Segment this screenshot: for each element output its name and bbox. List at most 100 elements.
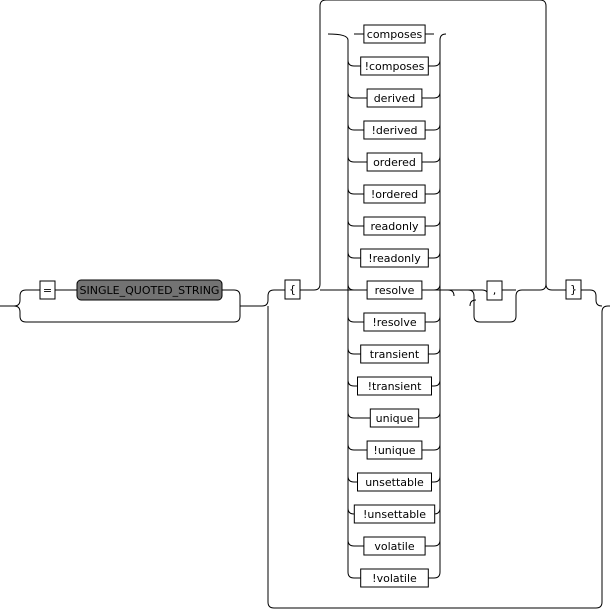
option-terminal: !readonly [360, 248, 429, 268]
choice-branch-out [433, 283, 441, 291]
choice-branch-in [347, 411, 355, 419]
choice-branch-out [433, 155, 441, 163]
option-terminal: !volatile [360, 568, 429, 588]
option-label: derived [374, 92, 416, 105]
comma-terminal: , [486, 280, 503, 301]
choice-branch-out [439, 33, 447, 41]
option-terminal: !resolve [363, 312, 426, 332]
option-label: !transient [368, 380, 422, 393]
choice-branch-in [347, 315, 355, 323]
choice-branch-in [347, 187, 355, 195]
option-box [360, 56, 429, 76]
choice-branch-in [347, 539, 355, 547]
option-box [366, 280, 423, 300]
option-box [363, 312, 426, 332]
choice-branch-out [433, 59, 441, 67]
choice-branch-in [347, 91, 355, 99]
option-terminal: transient [360, 344, 429, 364]
option-label: !volatile [372, 572, 417, 585]
option-box [357, 472, 432, 492]
option-terminal: !unsettable [353, 504, 436, 524]
choice-branch-in [347, 475, 355, 483]
option-box [363, 120, 426, 140]
option-box [369, 408, 420, 428]
option-box [360, 248, 429, 268]
choice-branch-in [347, 379, 355, 387]
option-box [360, 568, 429, 588]
option-box [366, 88, 423, 108]
option-box [363, 216, 426, 236]
choice-branch-out [433, 123, 441, 131]
choice-branch-out [433, 443, 441, 451]
option-terminal: !transient [357, 376, 432, 396]
comma-label: , [493, 284, 497, 297]
option-label: !derived [372, 124, 418, 137]
choice-branch-in [347, 155, 355, 163]
option-label: volatile [374, 540, 414, 553]
options-choice-rails [320, 33, 447, 579]
choice-branch-in [347, 251, 355, 259]
choice-branch-out [433, 251, 441, 259]
choice-branch-in [347, 347, 355, 355]
option-box [363, 24, 426, 44]
option-label: !composes [365, 60, 425, 73]
option-box [363, 536, 426, 556]
choice-branch-in [347, 283, 355, 291]
option-box [360, 344, 429, 364]
choice-branch-out [433, 91, 441, 99]
option-terminal: volatile [363, 536, 426, 556]
option-terminal: derived [366, 88, 423, 108]
option-terminal: unique [369, 408, 420, 428]
open-brace-label: { [289, 283, 296, 296]
equals-label: = [43, 284, 52, 297]
single-quoted-string-nonterminal: SINGLE_QUOTED_STRING [76, 279, 223, 301]
choice-branch-out [433, 315, 441, 323]
option-box [366, 440, 423, 460]
open-brace-terminal: { [284, 279, 301, 300]
option-label: composes [367, 28, 423, 41]
choice-branch-out [433, 571, 441, 579]
option-terminal: unsettable [357, 472, 432, 492]
choice-branch-in [347, 507, 355, 515]
option-label: !readonly [368, 252, 421, 265]
option-box [366, 152, 423, 172]
choice-branch-out [433, 411, 441, 419]
choice-branch-out [433, 379, 441, 387]
option-box [357, 376, 432, 396]
choice-branch-out [433, 219, 441, 227]
close-brace-terminal: } [565, 279, 582, 300]
option-label: readonly [370, 220, 419, 233]
option-terminal: composes [363, 24, 426, 44]
choice-branch-in [347, 219, 355, 227]
option-terminal: ordered [366, 152, 423, 172]
choice-branch-out [433, 539, 441, 547]
option-terminal: !ordered [363, 184, 426, 204]
choice-branch-out [433, 187, 441, 195]
option-label: !unique [373, 444, 415, 457]
option-label: !unsettable [363, 508, 426, 521]
option-label: unique [376, 412, 414, 425]
option-label: unsettable [365, 476, 424, 489]
option-terminals: composes !composes derived !derived ordered!… [353, 24, 436, 588]
single-quoted-string-label: SINGLE_QUOTED_STRING [80, 284, 220, 297]
close-brace-label: } [570, 283, 577, 296]
option-terminal: !unique [366, 440, 423, 460]
option-terminal: !composes [360, 56, 429, 76]
choice-branch-in [327, 33, 349, 41]
option-terminal: resolve [366, 280, 423, 300]
choice-branch-in [347, 443, 355, 451]
option-box [363, 184, 426, 204]
option-terminal: readonly [363, 216, 426, 236]
option-label: !resolve [372, 316, 416, 329]
choice-branch-in [347, 123, 355, 131]
option-label: transient [370, 348, 420, 361]
choice-branch-in [347, 571, 355, 579]
choice-branch-in [347, 59, 355, 67]
equals-terminal: = [39, 280, 56, 300]
option-terminal: !derived [363, 120, 426, 140]
choice-branch-out [433, 347, 441, 355]
choice-branch-out [433, 475, 441, 483]
option-box [353, 504, 436, 524]
